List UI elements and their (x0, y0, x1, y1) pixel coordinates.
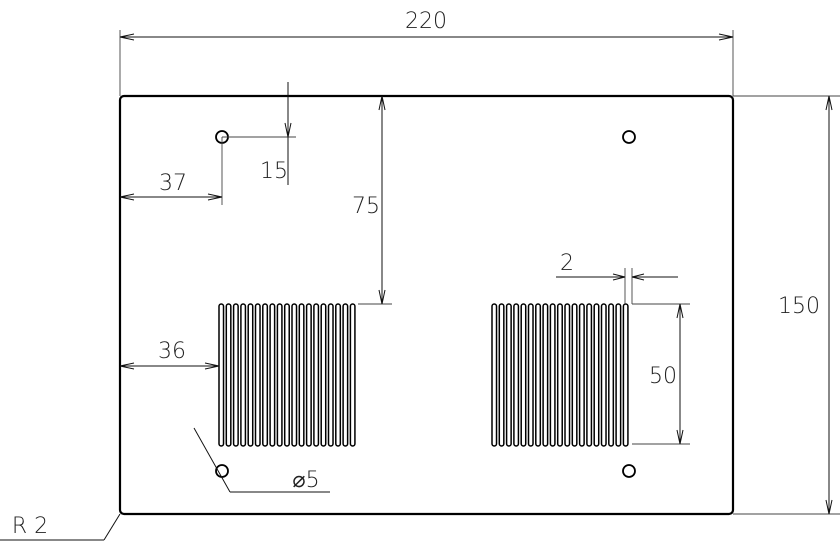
plate-outline (118, 94, 735, 516)
dim-label-hole-edge-offset: 37 (159, 171, 187, 196)
vent-slots-left (218, 303, 356, 447)
vent-slot (276, 303, 283, 447)
vent-slot (513, 303, 520, 447)
leader-corner-radius: R 2 (0, 513, 121, 541)
vent-slot (578, 303, 585, 447)
dim-label-overall-width: 220 (405, 9, 447, 34)
vent-slot (349, 303, 356, 447)
vent-slot (556, 303, 563, 447)
vent-slot (549, 303, 556, 447)
dimension-vent-top-offset: 75 (352, 95, 392, 305)
vent-slot (247, 303, 254, 447)
vent-slot (335, 303, 342, 447)
dim-label-corner-radius: R 2 (12, 514, 48, 539)
vent-slots-right (491, 303, 629, 447)
dim-label-vent-top-offset: 75 (352, 194, 380, 219)
dimension-hole-top-offset: 15 (222, 82, 296, 185)
vent-slot (542, 303, 549, 447)
vent-slot (283, 303, 290, 447)
vent-slot (505, 303, 512, 447)
vent-slot (320, 303, 327, 447)
dimension-slot-width: 2 (556, 251, 678, 304)
vent-slot (254, 303, 261, 447)
vent-slot (327, 303, 334, 447)
dim-label-hole-diameter: ⌀5 (292, 468, 319, 493)
vent-slot (571, 303, 578, 447)
vent-slot (600, 303, 607, 447)
dim-label-vent-height: 50 (649, 364, 677, 389)
vent-slot (218, 303, 225, 447)
vent-slot (615, 303, 622, 447)
vent-slot (232, 303, 239, 447)
dimension-overall-width: 220 (119, 9, 734, 96)
vent-slot (527, 303, 534, 447)
vent-slot (262, 303, 269, 447)
vent-slot (491, 303, 498, 447)
vent-slot (269, 303, 276, 447)
vent-slot (535, 303, 542, 447)
vent-slot (291, 303, 298, 447)
dimension-vent-edge-offset: 36 (119, 339, 220, 370)
vent-slot (225, 303, 232, 447)
vent-slot (498, 303, 505, 447)
mounting-hole-bottom-right (622, 464, 636, 478)
dim-label-hole-top-offset: 15 (260, 159, 288, 184)
vent-slot (305, 303, 312, 447)
dim-label-vent-edge-offset: 36 (158, 339, 186, 364)
vent-slot (622, 303, 629, 447)
vent-slot (564, 303, 571, 447)
vent-slot (608, 303, 615, 447)
vent-slot (298, 303, 305, 447)
mounting-hole-top-right (622, 130, 636, 144)
dim-label-overall-height: 150 (778, 294, 820, 319)
vent-slot (520, 303, 527, 447)
dim-label-slot-width: 2 (560, 251, 574, 276)
dimension-hole-edge-offset: 37 (119, 137, 223, 205)
vent-slot (313, 303, 320, 447)
vent-slot (586, 303, 593, 447)
vent-slot (593, 303, 600, 447)
leader-hole-diameter: ⌀5 (193, 427, 330, 493)
dimension-vent-height: 50 (632, 303, 690, 445)
vent-slot (240, 303, 247, 447)
dimension-overall-height: 150 (733, 95, 840, 515)
vent-slot (342, 303, 349, 447)
